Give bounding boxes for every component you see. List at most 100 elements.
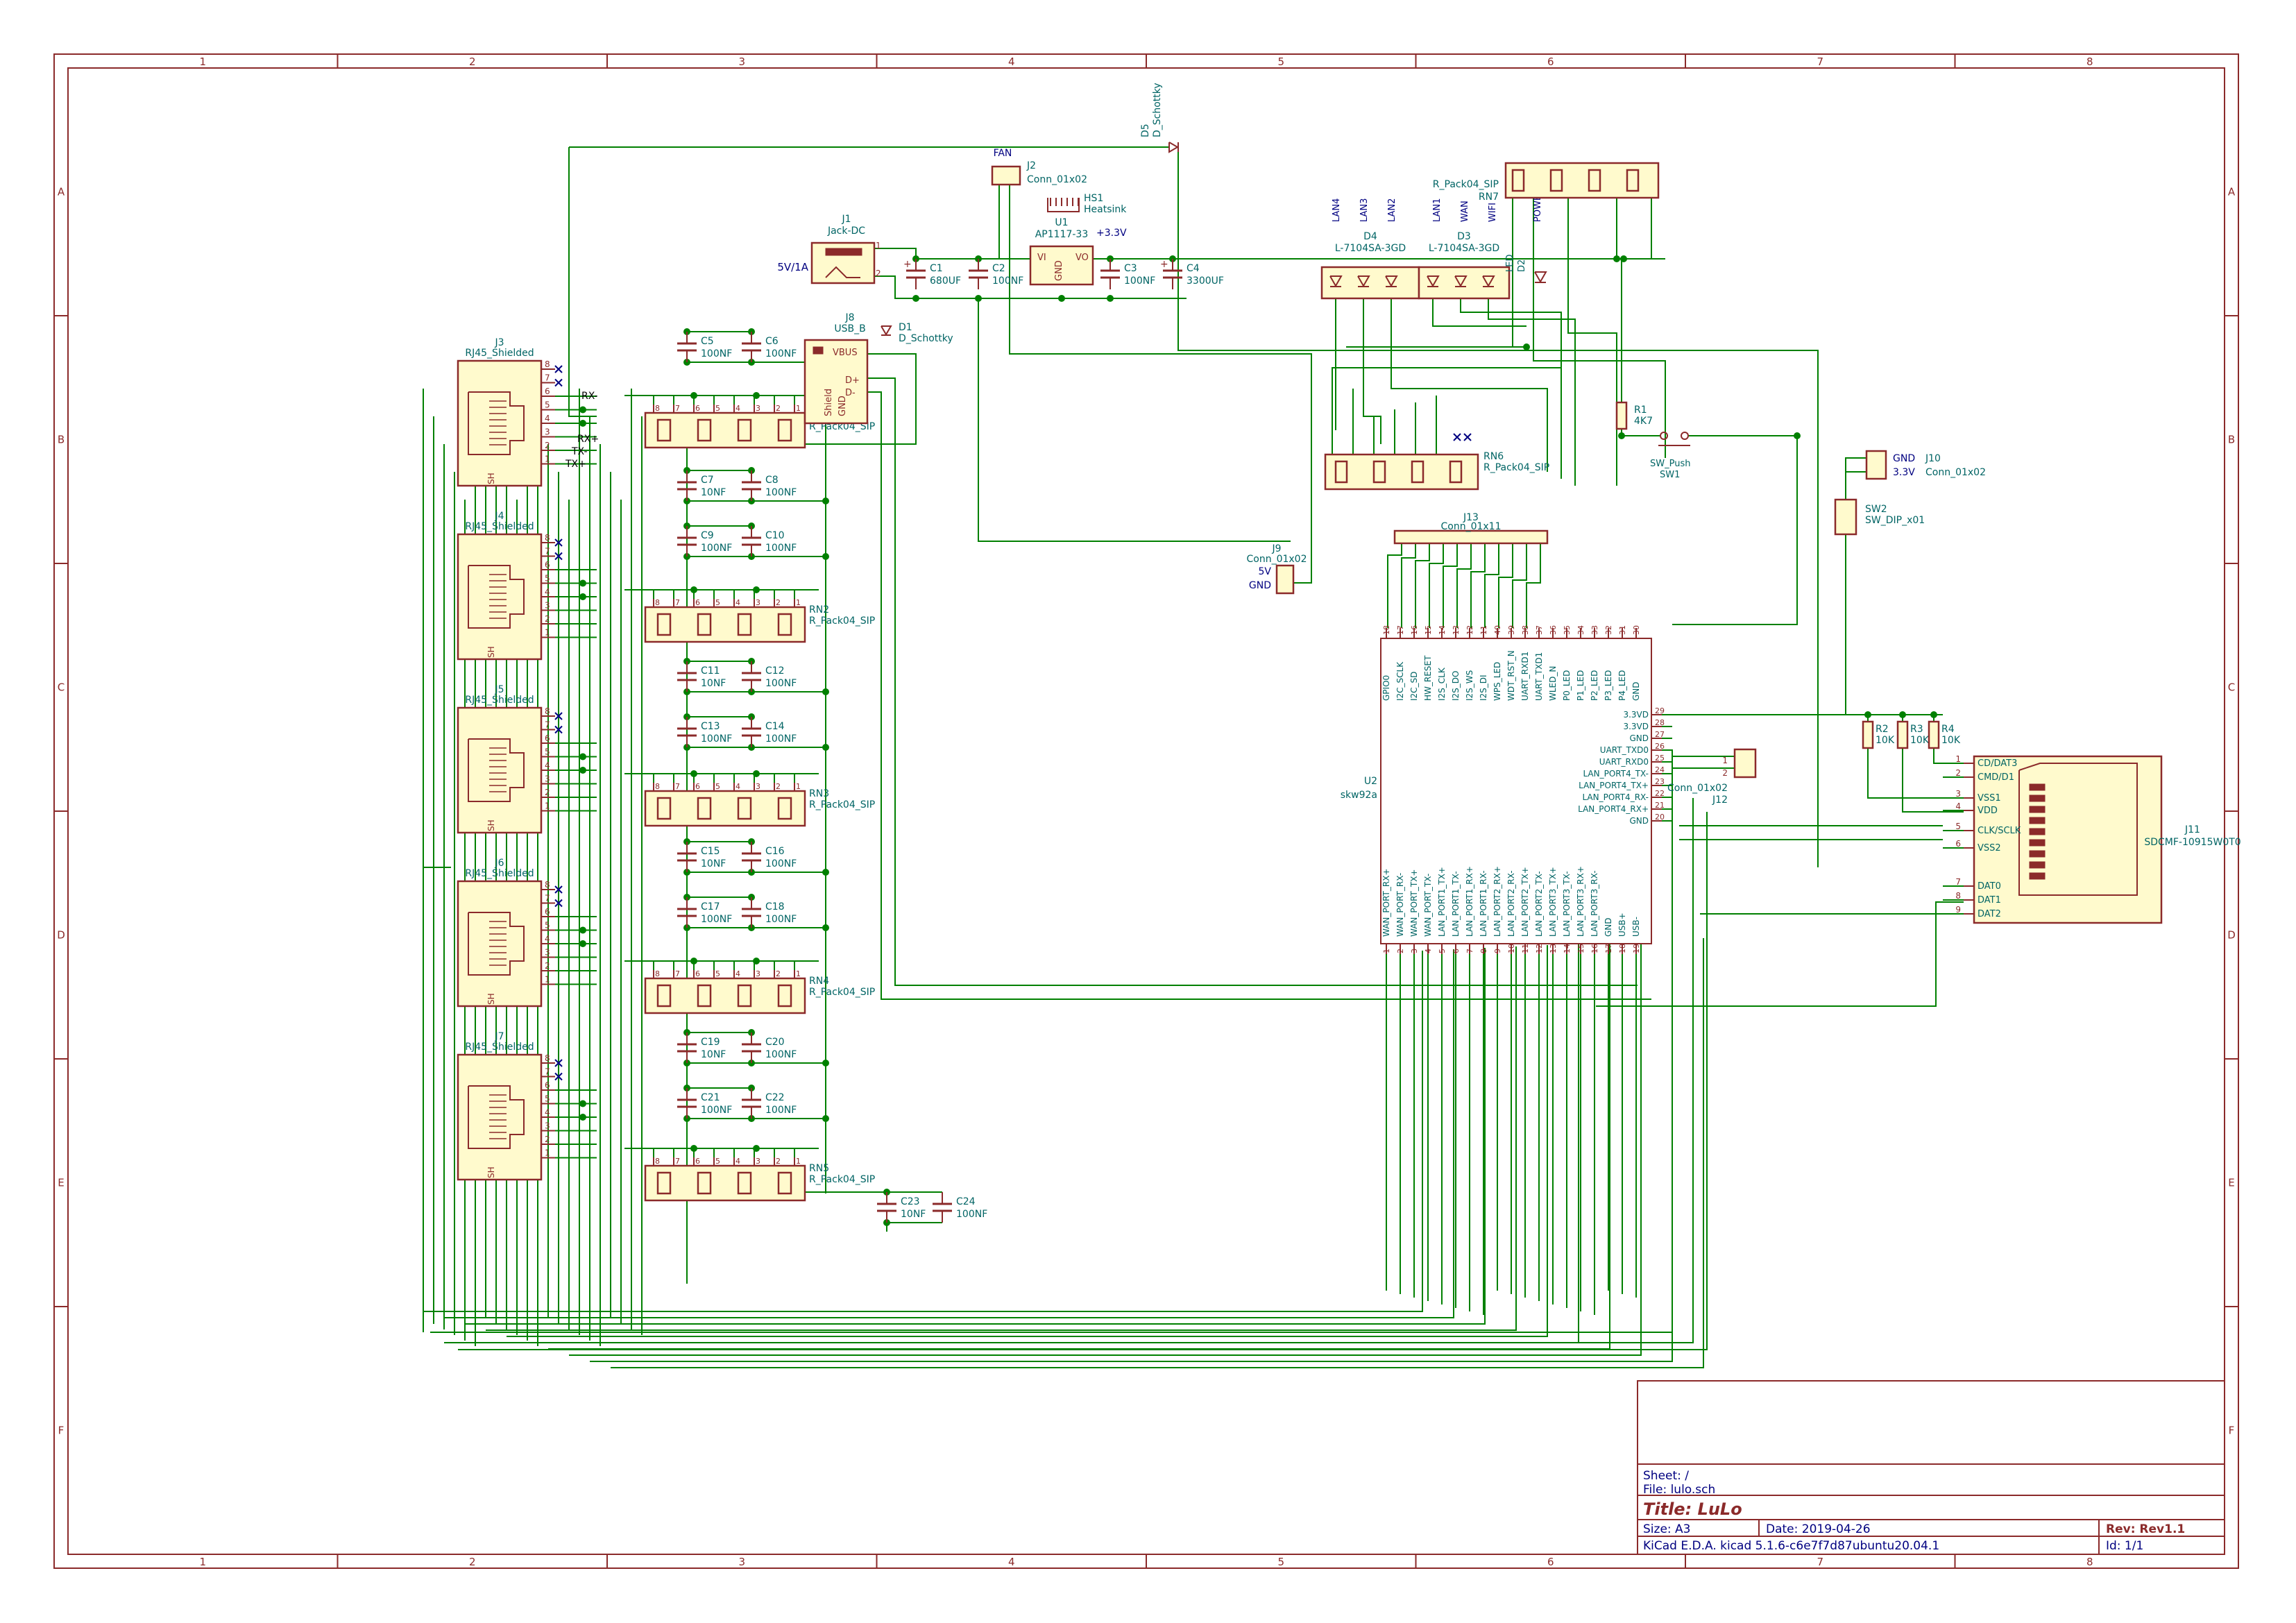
bottom-rail xyxy=(465,948,1486,1325)
j10-value: Conn_01x02 xyxy=(1925,467,1986,478)
no-connect-mark xyxy=(554,899,563,908)
rnet-pin-number: 3 xyxy=(756,404,760,413)
rnet-pin-number: 8 xyxy=(655,1157,660,1166)
rnet-pin-number: 2 xyxy=(776,782,781,791)
no-connect-mark xyxy=(1463,433,1472,441)
led-label: LAN2 xyxy=(1387,198,1397,222)
junction-dot xyxy=(1107,295,1114,302)
frame-column-label: 4 xyxy=(1008,1556,1015,1568)
pin-number: 1 xyxy=(1722,756,1728,765)
d2-value: D2 xyxy=(1517,260,1527,272)
cap-value: 100NF xyxy=(765,733,797,745)
rj45-pin-number: 5 xyxy=(545,400,550,410)
rnet-pin-number: 6 xyxy=(695,1157,700,1166)
cap-ref: C24 xyxy=(956,1196,976,1207)
u2-pin-name: GND xyxy=(1631,681,1641,701)
title-size: Size: A3 xyxy=(1643,1522,1690,1536)
j13-wire xyxy=(1401,543,1416,628)
rnet-resistor xyxy=(656,984,672,1008)
rj45-pin-number: 1 xyxy=(545,454,550,464)
u2-pin-name: I2S_DI xyxy=(1479,674,1488,701)
rnet-resistor xyxy=(777,418,792,442)
bottom-rail xyxy=(569,941,1642,1356)
rnet-ref: RN5 xyxy=(809,1163,829,1174)
dc-jack-pin xyxy=(825,248,862,256)
junction-dot xyxy=(579,579,586,587)
cap-ref: C22 xyxy=(765,1092,785,1103)
r1-ref: R1 xyxy=(1634,405,1647,416)
u2-pin-number: 6 xyxy=(1452,949,1461,953)
frame-row-label: E xyxy=(58,1177,64,1189)
rj45-body xyxy=(457,1053,543,1181)
junction-dot xyxy=(1613,255,1620,262)
rj45-pin-number: 6 xyxy=(545,386,550,396)
rnet-wire xyxy=(1332,367,1561,454)
u2-pin-name: I2S_WS xyxy=(1465,670,1474,701)
sd-pin-number: 8 xyxy=(1955,891,1961,901)
u2-pin-number: 5 xyxy=(1438,949,1447,953)
resistor-ref: R2 xyxy=(1876,724,1889,735)
u2-pin-number: 25 xyxy=(1655,754,1665,763)
cap-ref: C15 xyxy=(701,846,720,857)
u2-pin-name: WAN_PORT_TX- xyxy=(1423,874,1433,937)
rnet-pin-number: 5 xyxy=(715,404,720,413)
regulator-body xyxy=(1029,245,1094,286)
sd-card-contact xyxy=(2029,872,2046,880)
led-diode xyxy=(1329,275,1343,288)
rnet-ref: RN3 xyxy=(809,788,829,799)
rnet-resistor xyxy=(656,418,672,442)
junction-dot xyxy=(1794,432,1801,439)
junction-dot xyxy=(1523,343,1530,350)
resistor-ref: R3 xyxy=(1910,724,1923,735)
sd-pin-name: CLK/SCLK xyxy=(1978,826,2021,836)
title-name: Title: LuLo xyxy=(1643,1499,1742,1519)
title-rev: Rev: Rev1.1 xyxy=(2106,1522,2185,1536)
rj45-body xyxy=(457,533,543,661)
frame-column-label: 8 xyxy=(2086,1556,2093,1568)
junction-dot xyxy=(690,958,697,965)
rnet-resistor xyxy=(1511,169,1525,192)
u2-pin-name: P2_LED xyxy=(1590,670,1599,701)
net-label-tx-minus: TX- xyxy=(571,446,588,457)
rj45-pin-number: 3 xyxy=(545,948,550,958)
rnet-resistor xyxy=(1372,460,1386,484)
sd-wire xyxy=(1596,901,1964,1007)
cap-ref: C17 xyxy=(701,901,720,912)
rj45-body xyxy=(457,359,543,487)
u2-ref: U2 xyxy=(1364,776,1377,787)
net-label-rx-minus: RX- xyxy=(581,391,598,402)
no-connect-mark xyxy=(554,538,563,547)
u2-pin-name: USB- xyxy=(1631,917,1641,937)
rnet-resistor xyxy=(777,1171,792,1195)
rn7-value: R_Pack04_SIP xyxy=(1433,179,1499,190)
rnet-pin-number: 6 xyxy=(695,404,700,413)
u2-pin-name: UART_RXD1 xyxy=(1520,652,1530,701)
rj45-pin-number: 1 xyxy=(545,1148,550,1158)
u2-pin-name: UART_RXD0 xyxy=(1599,757,1649,767)
u2-pin-number: 31 xyxy=(1618,625,1627,635)
j13-wire xyxy=(1387,543,1402,628)
cap-value: 100NF xyxy=(765,914,797,925)
u2-pin-number: 11 xyxy=(1479,625,1488,635)
j9-value: Conn_01x02 xyxy=(1246,554,1307,565)
lan4-wire xyxy=(444,798,1694,1343)
label-fan: FAN xyxy=(994,148,1012,159)
rnet-pin-number: 2 xyxy=(776,598,781,607)
diode-d5 xyxy=(1168,142,1179,153)
cap-value: 680UF xyxy=(930,275,961,287)
d4-ref: D4 xyxy=(1363,231,1377,242)
rj45-pin-number: 7 xyxy=(545,373,550,383)
frame-row-label: A xyxy=(58,186,65,198)
rnet-resistor xyxy=(737,613,752,636)
usb-pin-shield: Shield xyxy=(824,389,834,416)
